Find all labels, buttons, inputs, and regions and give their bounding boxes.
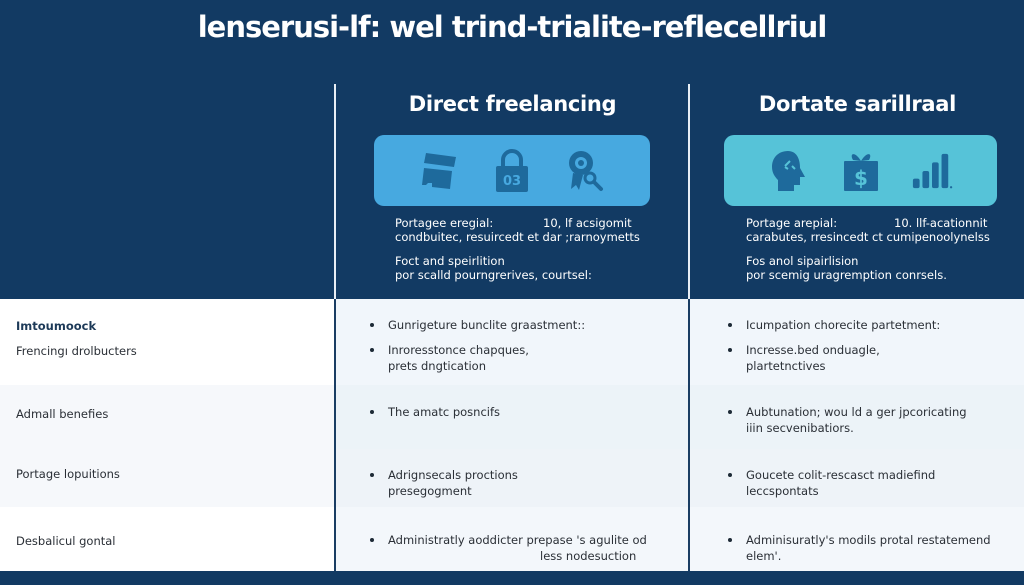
desc-line: Foct and speirlition	[395, 254, 505, 268]
row-label-cell: Imtoumoock Frencingı drolbucters	[0, 299, 334, 385]
award-search-icon	[563, 150, 605, 192]
table-row: Admall benefies The amatc posncifs Aubtu…	[0, 385, 1024, 449]
desc-line: por scemig uragremption conrsels.	[746, 268, 947, 282]
row-label: Frencingı drolbucters	[16, 344, 137, 358]
desc-line: condbuitec, resuircedt et dar ;rarnoymet…	[395, 230, 640, 244]
list-item: Inroresstonce chapques,prets dngtication	[370, 342, 585, 374]
list-item: Administratly aoddicter prepase 's aguli…	[370, 532, 647, 564]
table-row: Portage lopuitions Adrignsecals proction…	[0, 449, 1024, 507]
desc-line: por scalld pourngrerives, courtsel:	[395, 268, 592, 282]
column-title: Dortate sarillraal	[758, 92, 957, 116]
column-title: Direct freelancing	[408, 92, 617, 116]
column-description: Portage arepial: 10. llf-acationnit cara…	[746, 216, 1024, 282]
table-section-heading: Imtoumoock	[16, 319, 97, 333]
direct-freelancing-column-header: Direct freelancing 03	[337, 84, 688, 299]
row-label: Portage lopuitions	[16, 467, 120, 481]
desc-value: 10. llf-acationnit	[894, 216, 988, 230]
list-item: The amatc posncifs	[370, 404, 500, 420]
desc-value: 10, lf acsigomit	[543, 216, 632, 230]
list-item: Gunrigeture bunclite graastment::	[370, 317, 585, 333]
desc-line: Fos anol sipairlision	[746, 254, 859, 268]
portage-column-header: Dortate sarillraal $	[691, 84, 1024, 299]
padlock-icon: 03	[491, 148, 533, 192]
row-label: Admall benefies	[16, 407, 109, 421]
portage-cell: Adminisuratly's modils protal restatemen…	[690, 507, 1024, 571]
gift-dollar-icon: $	[840, 150, 882, 192]
row-label: Desbalicul gontal	[16, 534, 116, 548]
portage-cell: Icumpation chorecite partetment: Incress…	[690, 299, 1024, 385]
table-column-divider	[688, 299, 690, 571]
desc-line: carabutes, rresincedt ct cumipenoolynels…	[746, 230, 990, 244]
desc-label: Portagee eregial:	[395, 216, 494, 230]
icon-panel: 03	[374, 135, 650, 206]
footer-band	[0, 571, 1024, 585]
direct-cell: Gunrigeture bunclite graastment:: Inrore…	[336, 299, 688, 385]
icon-panel: $	[724, 135, 997, 206]
list-item: Adminisuratly's modils protal restatemen…	[728, 532, 991, 564]
document-stack-icon	[419, 150, 461, 192]
table-row: Imtoumoock Frencingı drolbucters Gunrige…	[0, 299, 1024, 385]
row-label-cell: Desbalicul gontal	[0, 507, 334, 571]
direct-cell: The amatc posncifs	[336, 385, 688, 449]
row-label-cell: Admall benefies	[0, 385, 334, 449]
page-title: lenserusi-lf: wel trind-trialite-reflece…	[197, 10, 828, 44]
svg-text:$: $	[854, 166, 868, 190]
bar-chart-icon	[911, 150, 953, 192]
table-column-divider	[334, 299, 336, 571]
svg-text:03: 03	[503, 174, 521, 189]
list-item: Incresse.bed onduagle,plartetnctives	[728, 342, 940, 374]
column-description: Portagee eregial: 10, lf acsigomit condb…	[395, 216, 675, 282]
row-label-cell: Portage lopuitions	[0, 449, 334, 507]
direct-cell: Administratly aoddicter prepase 's aguli…	[336, 507, 688, 571]
head-profile-icon	[769, 150, 811, 192]
list-item: Icumpation chorecite partetment:	[728, 317, 940, 333]
desc-label: Portage arepial:	[746, 216, 838, 230]
table-row: Desbalicul gontal Administratly aoddicte…	[0, 507, 1024, 571]
comparison-table: Imtoumoock Frencingı drolbucters Gunrige…	[0, 299, 1024, 571]
